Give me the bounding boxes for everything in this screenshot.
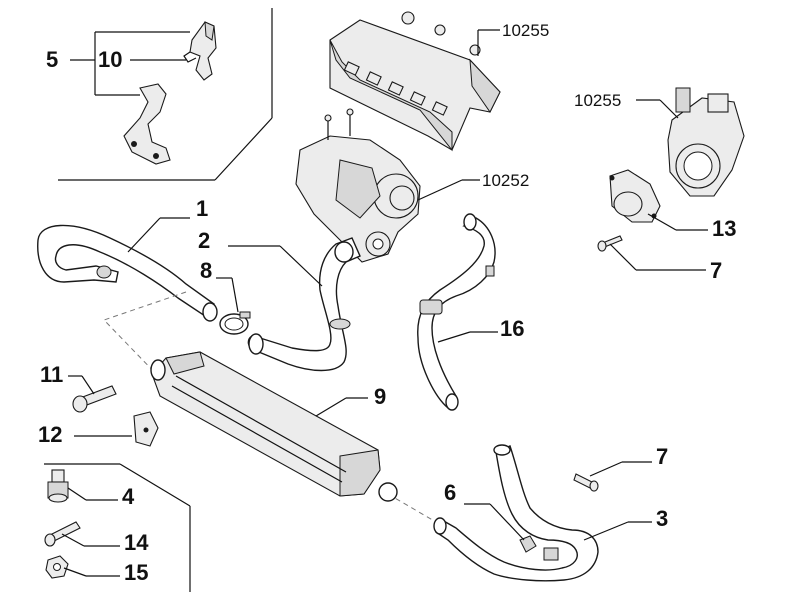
part-5-bracket[interactable] [123,83,171,165]
callout-14: 14 [124,530,149,555]
part-1-intake-hose[interactable] [37,224,218,322]
callout-16: 16 [500,316,524,341]
manifold-ports [343,61,448,116]
callout-8: 8 [200,258,212,283]
leader-4 [67,487,118,501]
throttle-body[interactable] [667,87,745,197]
inset-frame-top-left [58,8,273,181]
part-10-clip[interactable] [183,21,217,81]
leader-16 [437,331,498,343]
part-11-bolt[interactable] [72,385,117,413]
leader-3 [583,521,652,541]
part-15-nut[interactable] [45,555,69,579]
part-9-intercooler[interactable] [150,351,398,502]
leader-2 [228,245,323,287]
part-13-thermostat-housing[interactable] [609,169,661,223]
part-12-bracket[interactable] [133,411,159,447]
callout-6: 6 [444,480,456,505]
callout-15: 15 [124,560,148,585]
turbocharger[interactable] [295,108,421,263]
callout-12: 12 [38,422,62,447]
part-7-screw-lower[interactable] [573,473,599,492]
leader-5-10 [70,31,190,96]
leader-10255-throttle [636,99,679,119]
leader-1 [127,217,190,253]
part-8-hose-clamp[interactable] [219,311,251,335]
leader-7-upper [609,243,706,271]
callout-11: 11 [40,362,63,387]
callout-4: 4 [122,484,135,509]
intake-manifold[interactable] [329,11,501,152]
callout-3: 3 [656,506,668,531]
part-4-fitting[interactable] [47,469,69,503]
callout-2: 2 [198,228,210,253]
leader-10255-manifold [477,29,500,56]
inset-frame-bottom-left [44,463,191,592]
assembly-axis-lines [103,291,437,523]
ref-10255-manifold: 10255 [502,21,549,40]
callout-9: 9 [374,384,386,409]
leader-14 [61,533,120,547]
leader-9 [315,397,368,417]
callout-13: 13 [712,216,736,241]
part-2-intercooler-hose[interactable] [247,237,361,372]
part-3-lower-hose[interactable] [433,444,599,582]
leader-8 [216,277,239,313]
leader-13 [647,213,708,231]
ref-10252-turbocharger: 10252 [482,171,529,190]
leader-10252 [417,179,480,201]
leader-15 [63,567,120,577]
part-14-bolt[interactable] [44,521,81,547]
ref-10255-throttle: 10255 [574,91,621,110]
callout-5: 5 [46,47,58,72]
leader-11 [68,375,95,395]
callout-7-upper: 7 [710,258,722,283]
leader-7-lower [589,461,652,477]
callout-7-lower: 7 [656,444,668,469]
leader-6 [464,503,525,541]
part-16-coolant-hose[interactable] [417,213,496,411]
part-7-screw-upper[interactable] [597,235,623,252]
callout-1: 1 [196,196,208,221]
callout-10: 10 [98,47,122,72]
